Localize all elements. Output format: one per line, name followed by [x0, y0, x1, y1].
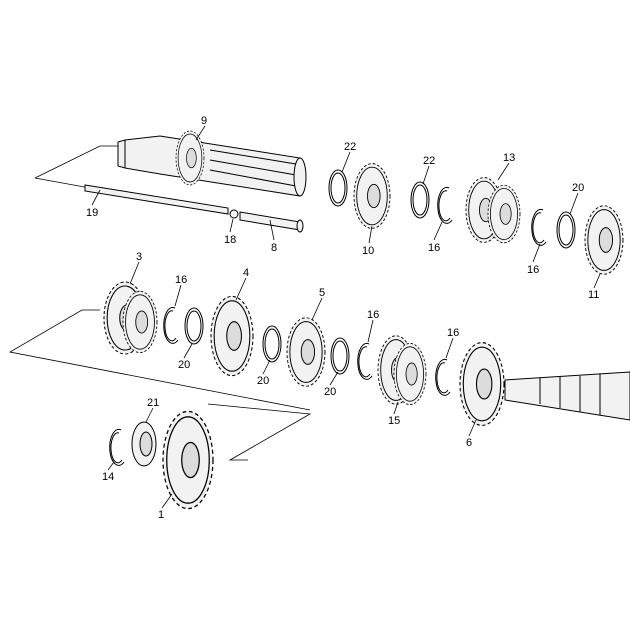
label-20b: 20 — [178, 359, 190, 371]
label-16c: 16 — [175, 274, 187, 286]
label-18: 18 — [224, 234, 236, 246]
gear-13[interactable] — [465, 177, 521, 244]
label-20d: 20 — [324, 386, 336, 398]
label-3: 3 — [136, 251, 142, 263]
clip-16e[interactable] — [435, 358, 451, 396]
label-16d: 16 — [367, 309, 379, 321]
lower-assembly-frame — [8, 309, 312, 461]
washer-20d[interactable] — [330, 337, 350, 375]
label-16e: 16 — [447, 327, 459, 339]
label-8: 8 — [271, 242, 277, 254]
label-15: 15 — [388, 415, 400, 427]
washer-20b[interactable] — [184, 307, 204, 345]
bearing-21[interactable] — [131, 421, 157, 467]
rod-19[interactable] — [84, 184, 229, 215]
label-19: 19 — [86, 207, 98, 219]
main-shaft[interactable] — [117, 135, 307, 197]
gear-1[interactable] — [162, 410, 214, 510]
label-22b: 22 — [423, 155, 435, 167]
gear-4[interactable] — [210, 295, 254, 377]
label-11: 11 — [588, 289, 599, 301]
gear-5[interactable] — [286, 317, 326, 387]
gear-10[interactable] — [353, 163, 391, 229]
washer-22a[interactable] — [328, 169, 348, 207]
gear-6[interactable] — [459, 342, 505, 426]
clip-16c[interactable] — [163, 306, 179, 344]
label-14: 14 — [102, 471, 114, 483]
label-16a: 16 — [428, 242, 440, 254]
output-shaft[interactable] — [504, 371, 630, 421]
label-9: 9 — [201, 115, 207, 127]
label-5: 5 — [319, 287, 325, 299]
label-22a: 22 — [344, 141, 356, 153]
gear-3[interactable] — [103, 281, 158, 355]
washer-22b[interactable] — [410, 181, 430, 219]
clip-16a[interactable] — [437, 186, 453, 224]
label-6: 6 — [466, 437, 472, 449]
label-13: 13 — [503, 152, 515, 164]
label-20c: 20 — [257, 375, 269, 387]
washer-20c[interactable] — [262, 325, 282, 363]
clip-16d[interactable] — [357, 342, 373, 380]
gear-15[interactable] — [377, 335, 427, 406]
label-20a: 20 — [572, 182, 584, 194]
label-10: 10 — [362, 245, 374, 257]
gear-11[interactable] — [584, 205, 624, 275]
clip-14[interactable] — [109, 428, 125, 466]
label-16b: 16 — [527, 264, 539, 276]
leader-lines — [91, 125, 601, 509]
upper-assembly-frame — [34, 145, 130, 189]
label-1: 1 — [158, 509, 164, 521]
washer-20a[interactable] — [556, 211, 576, 249]
label-21: 21 — [147, 397, 159, 409]
main-shaft-gear-9[interactable] — [175, 130, 205, 186]
label-4: 4 — [243, 267, 249, 279]
clip-16b[interactable] — [531, 208, 547, 246]
ball-18[interactable] — [229, 209, 239, 219]
part-labels: 9 22 22 13 20 19 18 8 10 16 16 11 3 16 4… — [86, 115, 599, 521]
